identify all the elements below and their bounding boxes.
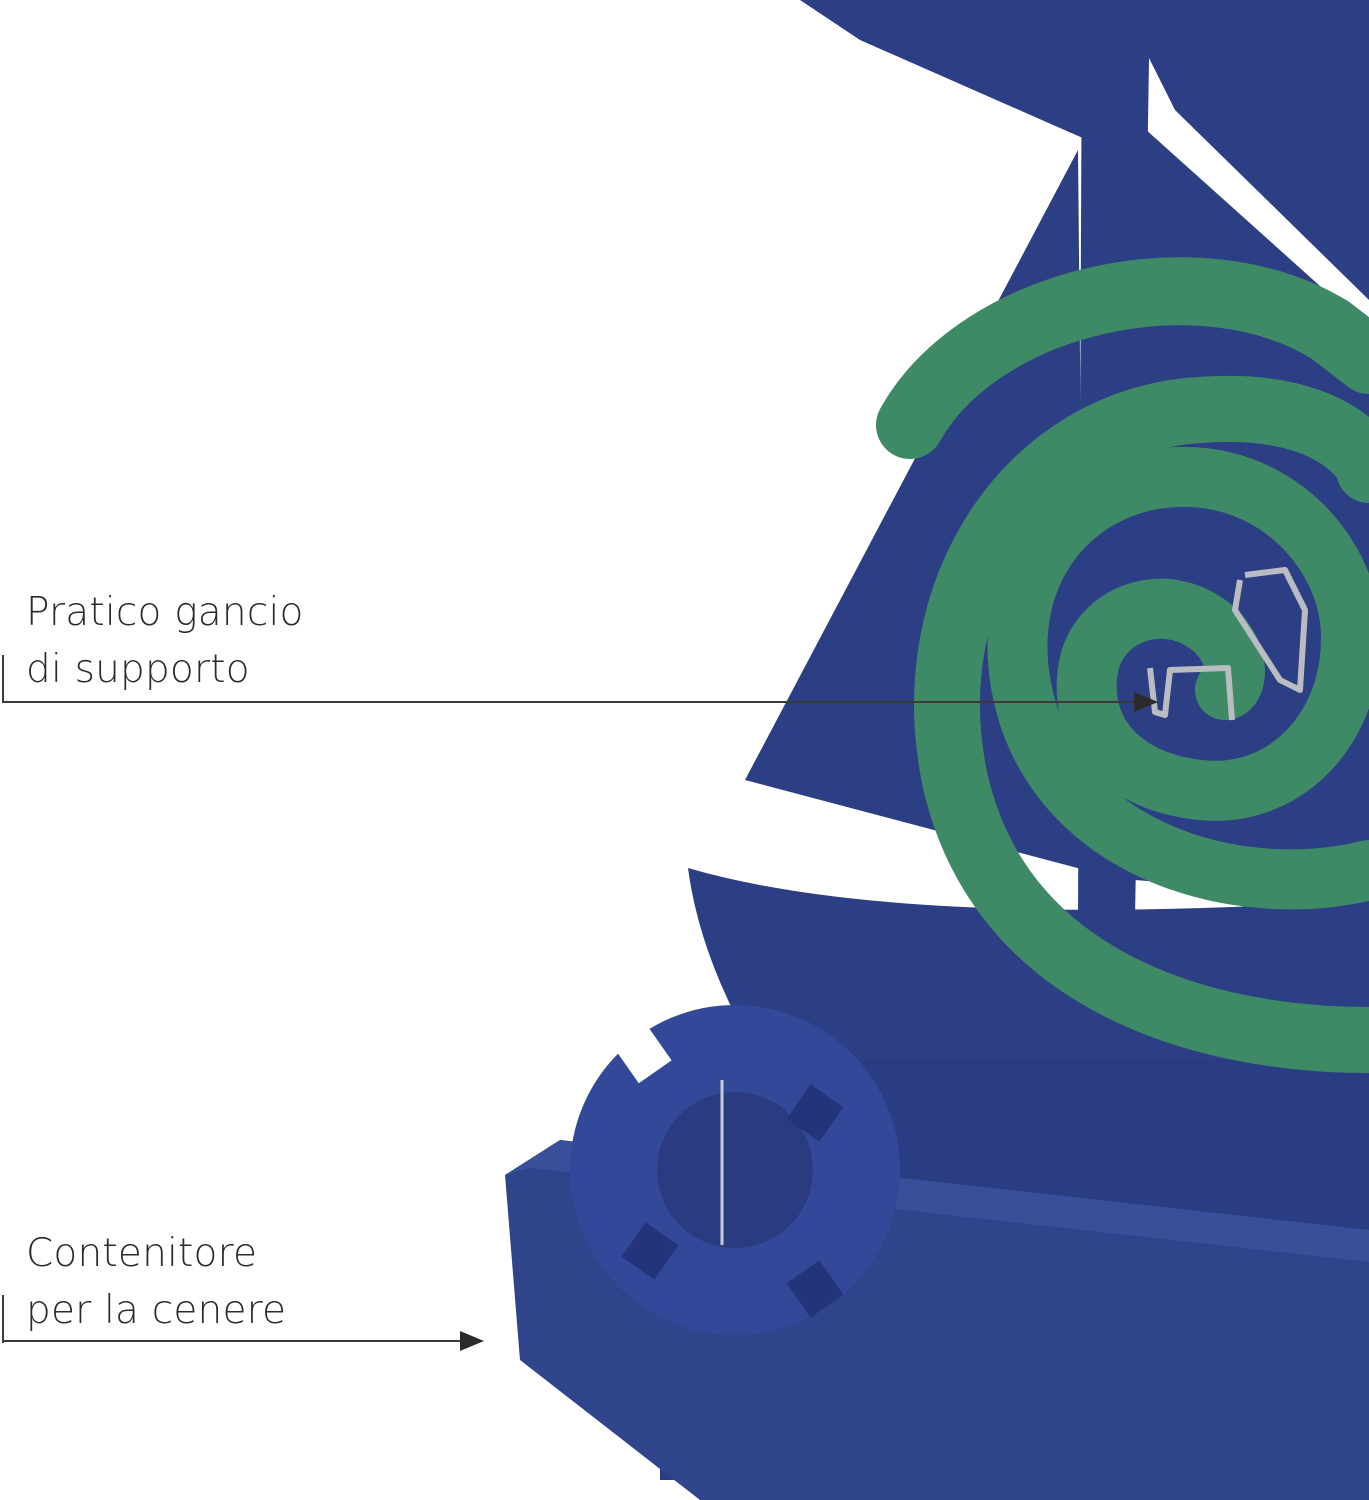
- callout-hook-leader-line: [2, 701, 1140, 703]
- callout-ash-line1: Contenitore: [26, 1231, 258, 1276]
- callout-hook-bracket: [2, 655, 4, 703]
- callout-ash-tray-label: Contenitore per la cenere: [26, 1225, 286, 1339]
- callout-hook-line2: di supporto: [26, 647, 250, 692]
- arrow-right-icon: [1134, 692, 1158, 712]
- callout-ash-bracket: [2, 1295, 4, 1343]
- callout-ash-line2: per la cenere: [26, 1288, 287, 1333]
- top-sail: [800, 0, 1110, 150]
- support-hook: [1147, 567, 1308, 721]
- arrow-right-icon: [460, 1331, 484, 1351]
- callout-ash-leader-line: [2, 1340, 466, 1342]
- lifebuoy: [570, 1005, 900, 1335]
- callout-hook-label: Pratico gancio di supporto: [26, 584, 304, 698]
- right-top-sail: [1120, 0, 1369, 300]
- callout-hook-line1: Pratico gancio: [26, 590, 304, 635]
